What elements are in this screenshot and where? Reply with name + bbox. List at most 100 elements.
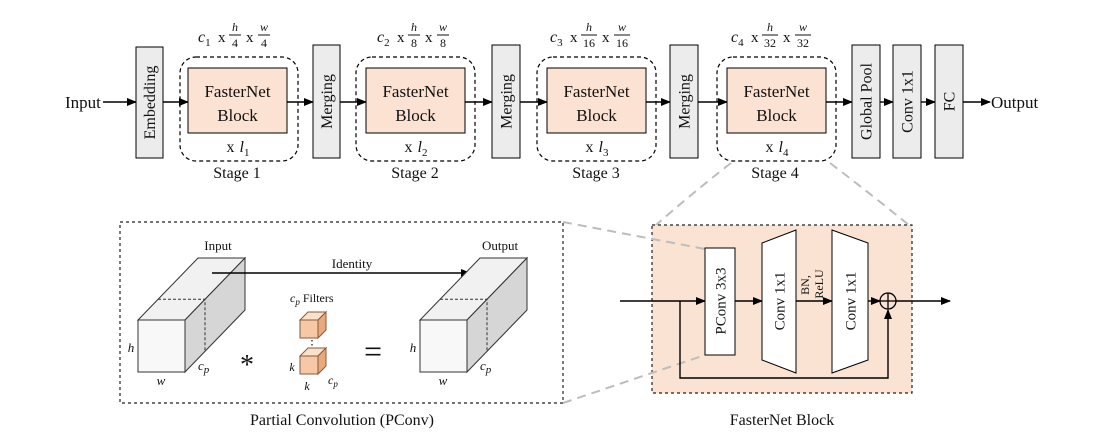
stage-1-block-line1: FasterNet (204, 82, 270, 101)
depth-subscript: 2 (422, 147, 428, 159)
width-numerator: w (799, 20, 807, 34)
conv1x1-box (892, 44, 922, 159)
depth-variable: l (779, 139, 784, 156)
input-partial-channel-label: cp (198, 358, 210, 376)
pconv3x3-box (704, 247, 736, 356)
pconv-zoom-connector-top (562, 221, 706, 250)
conv1x1-expand-label: Conv 1x1 (772, 272, 788, 331)
merging-box-1 (312, 44, 341, 159)
filter-kernel-width-label: k (304, 379, 310, 393)
conv1x1-expand-trapezoid (761, 229, 797, 374)
stage-1-fasternet-block (187, 67, 288, 134)
conv1x1-reduce-label: Conv 1x1 (843, 272, 859, 331)
depth-variable: l (599, 139, 604, 156)
channel-label: c2 (377, 29, 390, 49)
zoom-connector-left (654, 162, 732, 227)
input-label: Input (65, 93, 101, 112)
pconv-caption: Partial Convolution (PConv) (250, 412, 434, 429)
width-denominator: 8 (440, 36, 446, 50)
conv1x1-reduce-trapezoid (831, 229, 869, 374)
residual-skip-connection (679, 301, 892, 379)
stage-3-fasternet-block (546, 67, 647, 134)
channel-label: c1 (198, 29, 211, 49)
global-pool-box (851, 44, 881, 159)
depth-subscript: 1 (244, 147, 250, 159)
filter-channel-label: cp (328, 373, 338, 389)
bn-label: BN, (798, 275, 812, 295)
stage-2-block-line2: Block (395, 106, 436, 125)
repeat-times-symbol: x (586, 139, 594, 156)
output-label: Output (991, 93, 1039, 112)
stage-3-label: Stage 3 (572, 165, 620, 182)
repeat-times-symbol: x (405, 139, 413, 156)
fasternet-block-caption: FasterNet Block (730, 412, 834, 429)
convolution-operator: * (240, 350, 254, 381)
height-denominator: 32 (764, 36, 776, 50)
width-denominator: 4 (261, 36, 267, 50)
merging-label-3: Merging (677, 74, 694, 129)
width-numerator: w (618, 20, 626, 34)
pconv-input-label: Input (204, 238, 232, 253)
stage-3-block-line2: Block (576, 106, 617, 125)
stage-2-label: Stage 2 (391, 165, 439, 182)
output-partial-channel-label: cp (480, 358, 492, 376)
width-numerator: w (439, 20, 447, 34)
height-numerator: h (411, 20, 417, 34)
stage-3-block-line1: FasterNet (563, 82, 629, 101)
input-partial-channel-divider (158, 298, 206, 352)
output-cuboid-front-face (419, 319, 468, 373)
pconv-zoom-connector-bottom (562, 354, 706, 404)
stage-4-dimension-label: c4 x h 32 x w 32 (731, 20, 811, 50)
input-height-label: h (128, 340, 135, 355)
times-symbol: x (751, 30, 759, 46)
height-denominator: 16 (583, 36, 595, 50)
stage-2-fasternet-block (365, 67, 466, 134)
times-symbol: x (246, 30, 254, 46)
times-symbol: x (425, 30, 433, 46)
output-partial-channel-divider (440, 298, 488, 352)
merging-label-2: Merging (499, 74, 516, 129)
repeat-times-symbol: x (766, 139, 774, 156)
merging-label-1: Merging (319, 74, 336, 129)
stage-4-fasternet-block (726, 67, 827, 134)
embedding-label: Embedding (142, 66, 159, 140)
equals-operator: = (364, 333, 382, 369)
zoom-connector-right (829, 162, 911, 227)
input-width-label: w (157, 373, 166, 388)
stage-3-container (536, 56, 657, 162)
stage-4-container (716, 56, 837, 162)
times-symbol: x (602, 30, 610, 46)
stage-2-block-line1: FasterNet (382, 82, 448, 101)
height-denominator: 8 (411, 36, 417, 50)
filter-kernel-height-label: k (289, 360, 295, 374)
fc-box (934, 44, 964, 159)
stage-3-dimension-label: c3 x h 16 x w 16 (550, 20, 630, 50)
channel-label: c4 (731, 29, 744, 49)
merging-box-2 (491, 44, 521, 159)
depth-subscript: 3 (603, 147, 609, 159)
stage-1-label: Stage 1 (213, 165, 261, 182)
filter-cube-front-face (299, 355, 319, 375)
channel-label: c3 (550, 29, 563, 49)
times-symbol: x (570, 30, 578, 46)
height-numerator: h (232, 20, 238, 34)
add-node-icon (879, 292, 897, 310)
pconv3x3-label: PConv 3x3 (713, 267, 729, 334)
output-width-label: w (439, 373, 448, 388)
stage-4-block-line2: Block (756, 106, 797, 125)
width-denominator: 16 (616, 36, 628, 50)
fc-label: FC (942, 92, 959, 112)
filter-cube-bottom (298, 346, 328, 376)
times-symbol: x (218, 30, 226, 46)
height-numerator: h (586, 20, 592, 34)
stage-4-block-line1: FasterNet (743, 82, 809, 101)
output-height-label: h (410, 340, 417, 355)
output-feature-map-cuboid (418, 256, 529, 374)
